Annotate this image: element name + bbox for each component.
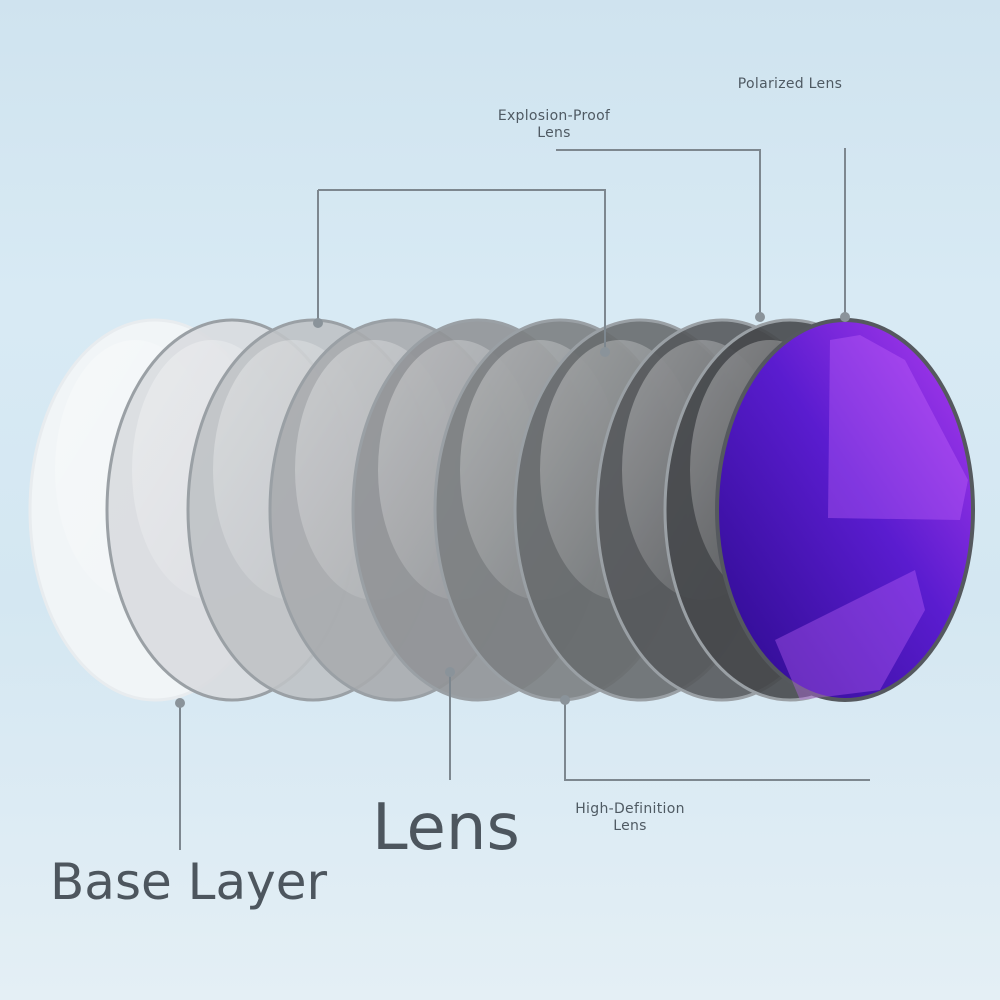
connector-dots xyxy=(175,312,850,708)
lens-label: Lens xyxy=(372,791,520,865)
connector-line xyxy=(556,149,761,317)
high-definition-lens-label: High-Definition Lens xyxy=(575,801,685,834)
connector-dot xyxy=(600,347,610,357)
connector-dot xyxy=(445,667,455,677)
connector-dot xyxy=(175,698,185,708)
connector-dot xyxy=(840,312,850,322)
explosion-proof-lens-label: Explosion-Proof Lens xyxy=(497,108,611,141)
base-layer-label: Base Layer xyxy=(50,853,328,911)
lens-stack xyxy=(28,318,975,702)
connector-dot xyxy=(755,312,765,322)
polarized-lens-facet xyxy=(775,570,925,700)
connector-dot xyxy=(313,318,323,328)
connector-lines xyxy=(179,148,870,850)
connector-line xyxy=(318,189,606,352)
connector-dot xyxy=(560,695,570,705)
connector-line xyxy=(564,700,870,781)
polarized-lens-facet xyxy=(828,335,968,520)
polarized-lens-label: Polarized Lens xyxy=(737,76,843,92)
